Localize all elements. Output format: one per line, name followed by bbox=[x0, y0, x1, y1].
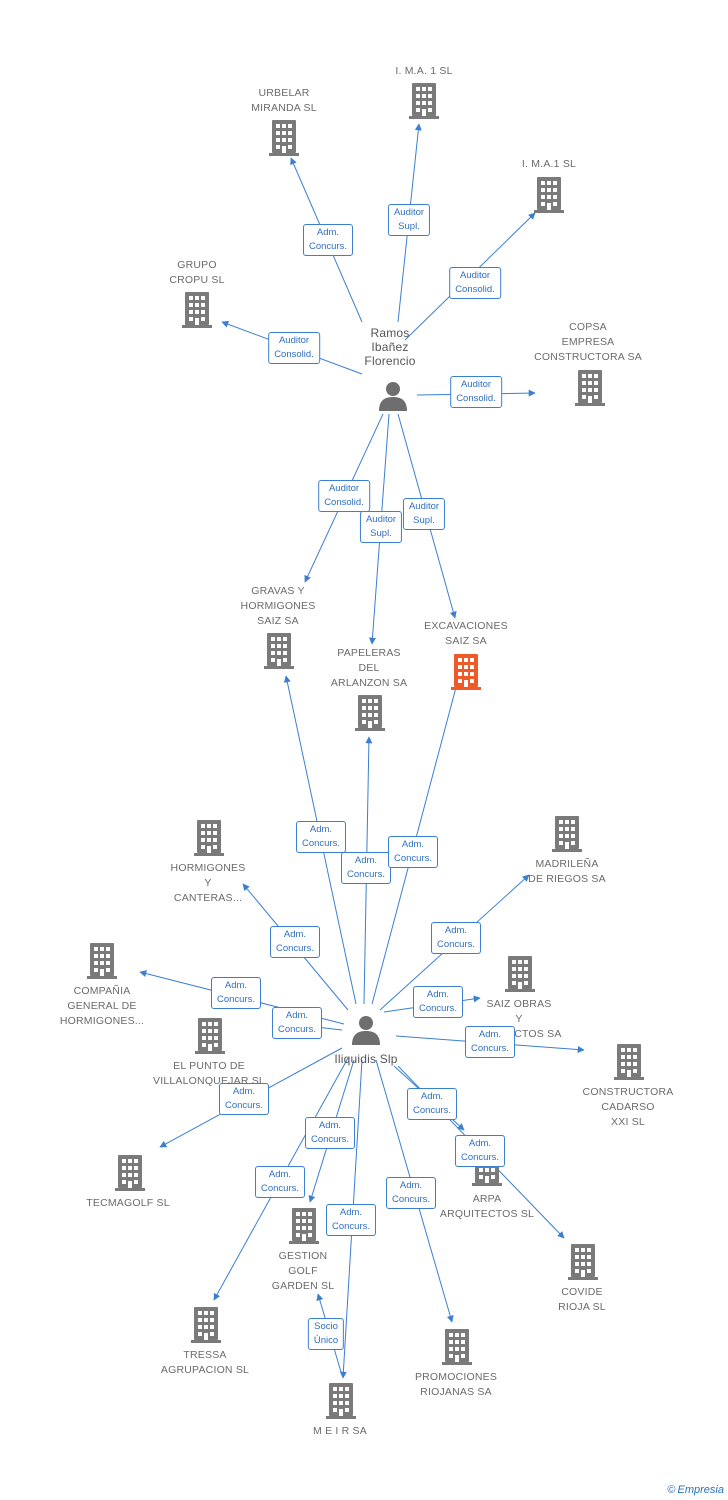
building-icon-promociones[interactable] bbox=[442, 1329, 472, 1365]
building-icon-covide[interactable] bbox=[568, 1244, 598, 1280]
building-icon-hormigonescanteras[interactable] bbox=[194, 820, 224, 856]
building-icon-urbelar[interactable] bbox=[269, 120, 299, 156]
company-label-meir[interactable]: M E I R SA bbox=[313, 1425, 367, 1437]
edge-label-iliquidis-tressa[interactable]: Adm. Concurs. bbox=[254, 1166, 306, 1198]
building-icon-compania[interactable] bbox=[87, 943, 117, 979]
edge-label-iliquidis-tecmagolf[interactable]: Adm. Concurs. bbox=[218, 1083, 270, 1115]
company-label-madrilena[interactable]: MADRILEÑA DE RIEGOS SA bbox=[528, 858, 606, 885]
edge-label-ramos-excavaciones[interactable]: Auditor Supl. bbox=[402, 498, 446, 530]
edge-label-ramos-copsa[interactable]: Auditor Consolid. bbox=[450, 376, 502, 408]
company-label-hormigonescanteras[interactable]: HORMIGONES Y CANTERAS... bbox=[170, 862, 246, 904]
company-label-excavaciones[interactable]: EXCAVACIONES SAIZ SA bbox=[424, 620, 508, 647]
building-icon-gestiongolf[interactable] bbox=[289, 1208, 319, 1244]
company-label-ima1sl2[interactable]: I. M.A.1 SL bbox=[521, 158, 577, 170]
edge-label-iliquidis-excavaciones[interactable]: Adm. Concurs. bbox=[387, 836, 439, 868]
building-icon-ima1sl2[interactable] bbox=[534, 177, 564, 213]
company-label-grupocropu[interactable]: GRUPO CROPU SL bbox=[169, 259, 225, 286]
edge-label-iliquidis-cadarso[interactable]: Adm. Concurs. bbox=[464, 1026, 516, 1058]
company-label-arpa[interactable]: ARPA ARQUITECTOS SL bbox=[439, 1193, 535, 1220]
edge-label-ramos-gravas[interactable]: Auditor Consolid. bbox=[318, 480, 370, 512]
company-label-compania[interactable]: COMPAÑIA GENERAL DE HORMIGONES... bbox=[59, 985, 145, 1027]
copyright-symbol: © bbox=[667, 1484, 676, 1496]
building-icon-saizobras[interactable] bbox=[505, 956, 535, 992]
edge-label-iliquidis-promociones[interactable]: Adm. Concurs. bbox=[385, 1177, 437, 1209]
building-icon-copsa[interactable] bbox=[575, 370, 605, 406]
building-icon-grupocropu[interactable] bbox=[182, 292, 212, 328]
building-icon-excavaciones[interactable] bbox=[451, 654, 481, 690]
building-icon-ima1sl[interactable] bbox=[409, 83, 439, 119]
edge-label-ramos-grupocropu[interactable]: Auditor Consolid. bbox=[268, 332, 320, 364]
company-label-gravas[interactable]: GRAVAS Y HORMIGONES SAIZ SA bbox=[240, 585, 316, 627]
company-label-cadarso[interactable]: CONSTRUCTORA CADARSO XXI SL bbox=[582, 1086, 674, 1128]
brand-watermark: ©Empresia bbox=[667, 1484, 724, 1496]
company-label-ima1sl[interactable]: I. M.A. 1 SL bbox=[395, 65, 453, 77]
person-icon-ramos[interactable] bbox=[379, 382, 407, 411]
building-icon-gravas[interactable] bbox=[264, 633, 294, 669]
person-label-iliquidis[interactable]: Iliquidis Slp bbox=[334, 1052, 398, 1066]
person-icon-iliquidis[interactable] bbox=[352, 1016, 380, 1045]
person-label-ramos[interactable]: Ramos Ibañez Florencio bbox=[364, 326, 416, 368]
edge-label-iliquidis-gravas[interactable]: Adm. Concurs. bbox=[295, 821, 347, 853]
edge-label-iliquidis-arpa[interactable]: Adm. Concurs. bbox=[406, 1088, 458, 1120]
edge-label-iliquidis-papeleras[interactable]: Adm. Concurs. bbox=[340, 852, 392, 884]
building-icon-cadarso[interactable] bbox=[614, 1044, 644, 1080]
building-icon-tecmagolf[interactable] bbox=[115, 1155, 145, 1191]
edge-label-iliquidis-meir[interactable]: Adm. Concurs. bbox=[325, 1204, 377, 1236]
company-label-urbelar[interactable]: URBELAR MIRANDA SL bbox=[251, 87, 317, 114]
company-label-tressa[interactable]: TRESSA AGRUPACION SL bbox=[160, 1349, 250, 1376]
edge-label-ramos-ima1sl2[interactable]: Auditor Consolid. bbox=[449, 267, 501, 299]
edge-label-iliquidis-hormigonescanteras[interactable]: Adm. Concurs. bbox=[269, 926, 321, 958]
building-icon-papeleras[interactable] bbox=[355, 695, 385, 731]
company-label-papeleras[interactable]: PAPELERAS DEL ARLANZON SA bbox=[330, 647, 408, 689]
company-label-copsa[interactable]: COPSA EMPRESA CONSTRUCTORA SA bbox=[534, 321, 642, 363]
company-label-tecmagolf[interactable]: TECMAGOLF SL bbox=[86, 1197, 170, 1209]
edge-label-ramos-papeleras[interactable]: Auditor Supl. bbox=[359, 511, 403, 543]
company-label-promociones[interactable]: PROMOCIONES RIOJANAS SA bbox=[414, 1371, 498, 1398]
building-icon-tressa[interactable] bbox=[191, 1307, 221, 1343]
brand-name: Empresia bbox=[677, 1484, 724, 1496]
edge-label-iliquidis-madrilena[interactable]: Adm. Concurs. bbox=[430, 922, 482, 954]
company-label-covide[interactable]: COVIDE RIOJA SL bbox=[558, 1286, 606, 1313]
edge-label-ramos-ima1sl[interactable]: Auditor Supl. bbox=[387, 204, 431, 236]
building-icon-madrilena[interactable] bbox=[552, 816, 582, 852]
company-label-gestiongolf[interactable]: GESTION GOLF GARDEN SL bbox=[271, 1250, 335, 1292]
edge-label-iliquidis-elpunto[interactable]: Adm. Concurs. bbox=[271, 1007, 323, 1039]
building-icon-elpunto[interactable] bbox=[195, 1018, 225, 1054]
edge-label-iliquidis-compania[interactable]: Adm. Concurs. bbox=[210, 977, 262, 1009]
building-icon-meir[interactable] bbox=[326, 1383, 356, 1419]
edge-label-iliquidis-saizobras[interactable]: Adm. Concurs. bbox=[412, 986, 464, 1018]
edge-label-ramos-urbelar[interactable]: Adm. Concurs. bbox=[302, 224, 354, 256]
edge-label-iliquidis-covide[interactable]: Adm. Concurs. bbox=[454, 1135, 506, 1167]
edge-label-iliquidis-gestiongolf[interactable]: Adm. Concurs. bbox=[304, 1117, 356, 1149]
edge-label-meir-gestiongolf[interactable]: Socio Único bbox=[307, 1318, 345, 1350]
